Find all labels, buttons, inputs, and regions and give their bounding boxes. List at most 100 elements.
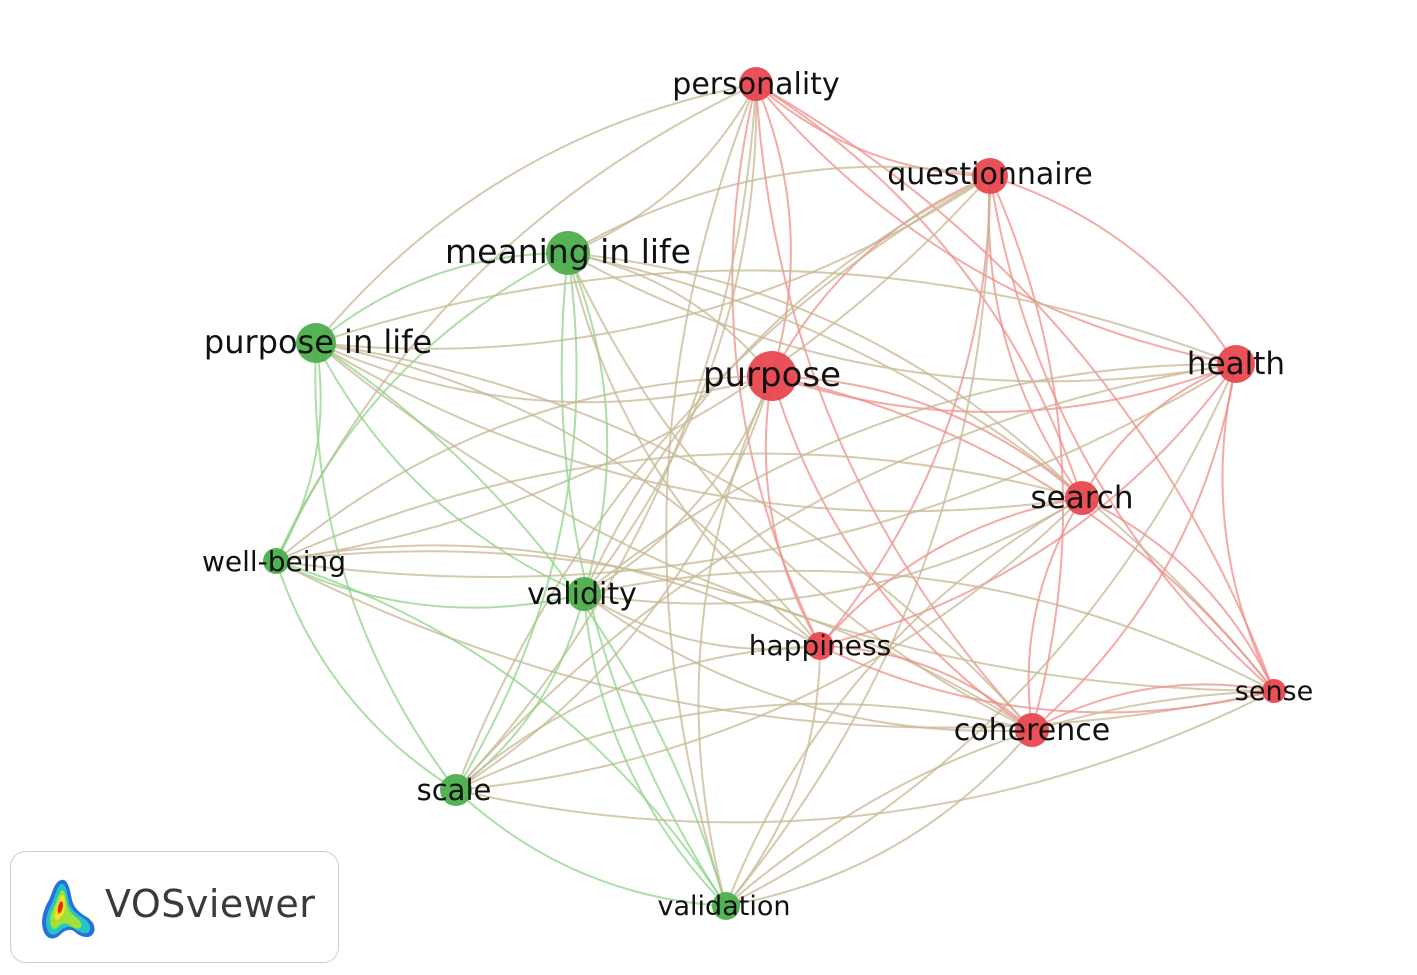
edge-well-being-happiness <box>275 544 821 647</box>
edge-search-validation <box>725 497 1083 907</box>
edge-validity-validation <box>583 593 727 907</box>
edge-questionnaire-well-being <box>275 175 991 562</box>
node-validation[interactable] <box>712 892 740 920</box>
edge-questionnaire-coherence <box>989 175 1065 731</box>
node-search[interactable] <box>1065 481 1099 515</box>
network-nodes <box>263 67 1286 920</box>
edge-validity-coherence <box>583 593 1033 732</box>
edge-meaning-in-life-scale <box>455 252 578 791</box>
edge-scale-validation <box>455 789 727 907</box>
node-sense[interactable] <box>1262 679 1286 703</box>
network-edges <box>275 83 1275 907</box>
edge-purpose-in-life-purpose <box>315 342 773 404</box>
edge-purpose-validation <box>697 375 773 907</box>
edge-purpose-in-life-coherence <box>315 342 1033 731</box>
edge-personality-purpose <box>755 83 792 377</box>
node-meaning-in-life[interactable] <box>546 231 590 275</box>
edge-personality-sense <box>755 83 1275 692</box>
edge-well-being-validation <box>275 560 727 907</box>
node-label-sense: sense <box>1235 676 1313 707</box>
edge-validity-happiness <box>583 593 821 651</box>
edge-purpose-in-life-scale <box>314 342 457 791</box>
network-labels: personality questionnaire meaning in life p… <box>202 67 1313 922</box>
vosviewer-badge: VOSviewer <box>10 851 339 963</box>
edge-purpose-in-life-happiness <box>315 342 821 647</box>
node-scale[interactable] <box>440 774 472 806</box>
node-label-validity: validity <box>527 577 637 612</box>
edge-health-coherence <box>1031 363 1237 731</box>
edge-well-being-scale <box>275 560 457 791</box>
edge-purpose-well-being <box>275 375 773 562</box>
edge-search-scale <box>455 497 1083 791</box>
node-label-personality: personality <box>672 67 839 102</box>
edge-personality-health <box>755 83 1237 365</box>
node-personality[interactable] <box>739 67 773 101</box>
node-purpose-in-life[interactable] <box>296 323 336 363</box>
edge-purpose-sense <box>771 375 1275 692</box>
edge-well-being-validity <box>275 560 585 609</box>
edge-health-happiness <box>819 363 1237 647</box>
node-validity[interactable] <box>567 577 601 611</box>
edge-purpose-search <box>771 375 1083 499</box>
edge-purpose-happiness <box>764 375 821 647</box>
edge-questionnaire-search <box>987 175 1083 499</box>
edge-personality-scale <box>455 83 757 791</box>
node-label-meaning-in-life: meaning in life <box>445 232 691 271</box>
edge-personality-meaning-in-life <box>567 83 757 254</box>
node-label-well-being: well-being <box>202 545 346 578</box>
edge-meaning-in-life-coherence <box>567 252 1033 731</box>
edge-search-validity <box>583 497 1083 605</box>
edge-personality-questionnaire <box>755 83 991 177</box>
node-health[interactable] <box>1217 345 1255 383</box>
edge-sense-validation <box>725 690 1275 907</box>
edge-validity-sense <box>583 569 1275 692</box>
edge-happiness-coherence <box>819 645 1033 731</box>
edge-meaning-in-life-sense <box>567 252 1275 692</box>
edge-personality-search <box>755 83 1083 499</box>
edge-health-validity <box>583 362 1237 595</box>
node-happiness[interactable] <box>806 632 834 660</box>
edge-search-sense <box>1081 497 1275 692</box>
node-label-search: search <box>1031 480 1134 516</box>
edge-search-coherence <box>1027 497 1083 731</box>
edge-purpose-health <box>771 363 1237 413</box>
edge-sense-coherence <box>1031 683 1275 731</box>
node-questionnaire[interactable] <box>972 158 1008 194</box>
edge-search-happiness <box>819 497 1083 647</box>
node-purpose[interactable] <box>747 351 797 401</box>
edge-meaning-in-life-well-being <box>275 252 569 562</box>
edge-coherence-scale <box>455 702 1033 791</box>
edge-happiness-sense <box>819 645 1275 714</box>
edge-happiness-validation <box>725 645 821 907</box>
node-label-questionnaire: questionnaire <box>887 157 1092 192</box>
edge-meaning-in-life-validity <box>567 252 609 595</box>
edge-questionnaire-health <box>989 175 1237 365</box>
edge-purpose-scale <box>455 375 773 791</box>
edge-personality-purpose-in-life <box>315 83 757 344</box>
edge-purpose-in-life-health <box>315 269 1237 365</box>
edge-purpose-in-life-validity <box>315 342 585 595</box>
edge-sense-scale <box>455 690 1275 824</box>
edge-health-well-being <box>275 363 1237 578</box>
node-well-being[interactable] <box>263 548 289 574</box>
edge-search-well-being <box>275 452 1083 562</box>
vosviewer-heatmap-logo-icon <box>42 879 95 939</box>
edge-personality-validation <box>665 83 757 907</box>
edge-health-search <box>1081 363 1237 499</box>
edge-health-scale <box>455 363 1237 791</box>
node-label-health: health <box>1187 346 1285 382</box>
node-label-coherence: coherence <box>954 713 1110 748</box>
edge-personality-coherence <box>755 83 1033 731</box>
edge-meaning-in-life-search <box>567 252 1083 499</box>
edge-meaning-in-life-purpose-in-life <box>315 251 569 344</box>
node-coherence[interactable] <box>1015 713 1049 747</box>
edge-purpose-in-life-well-being <box>275 342 322 562</box>
node-label-purpose: purpose <box>703 355 841 395</box>
edge-happiness-scale <box>455 645 821 791</box>
edge-well-being-coherence <box>275 550 1033 731</box>
edge-questionnaire-happiness <box>819 175 991 647</box>
edge-questionnaire-scale <box>455 175 991 791</box>
node-label-purpose-in-life: purpose in life <box>204 323 432 361</box>
edge-purpose-in-life-search <box>315 342 1083 513</box>
edge-meaning-in-life-happiness <box>567 252 821 647</box>
